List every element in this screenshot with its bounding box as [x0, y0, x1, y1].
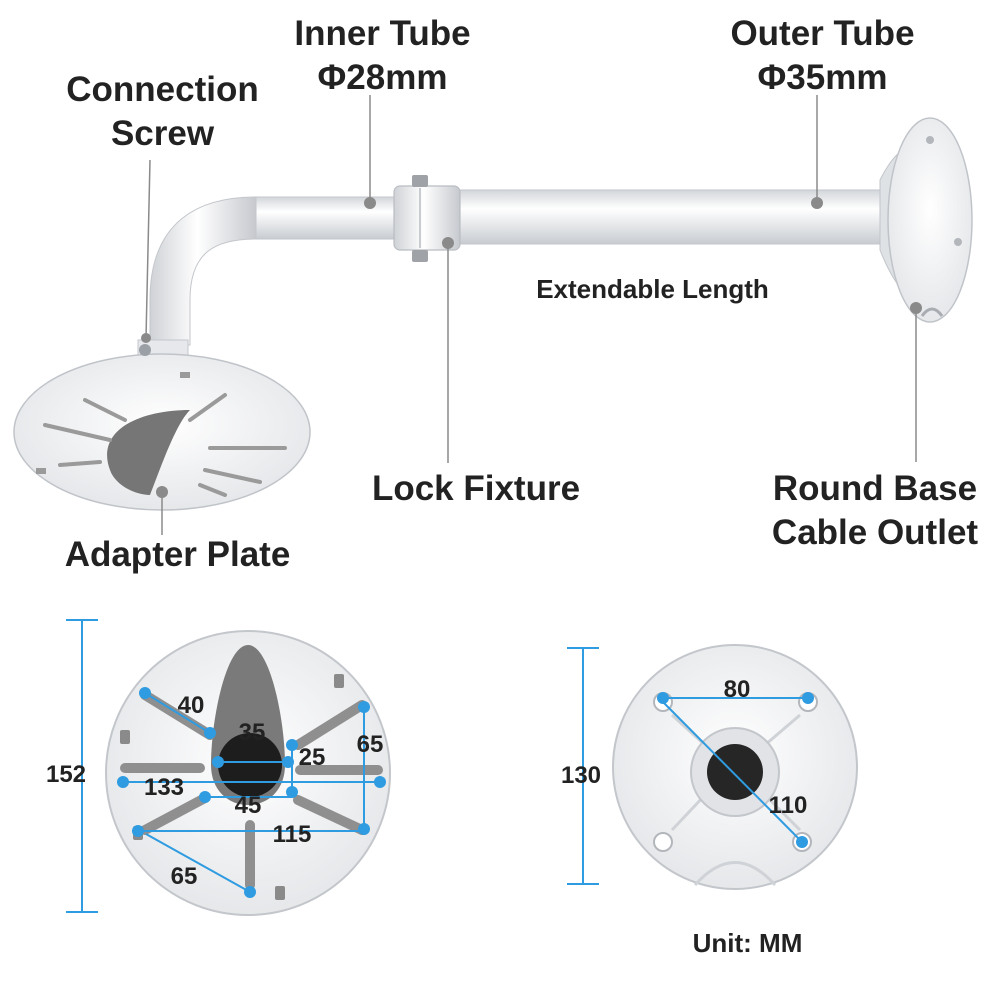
dim-height-130: 130 — [561, 762, 601, 789]
outer-tube-label: Outer Tube Φ35mm — [705, 12, 940, 100]
outer-tube — [454, 189, 886, 245]
base-dimension-lines — [567, 647, 814, 885]
dim-40: 40 — [178, 692, 205, 719]
outer-tube-title: Outer Tube — [730, 14, 915, 53]
dim-45: 45 — [235, 792, 262, 819]
round-base-label: Round Base Cable Outlet — [755, 467, 995, 555]
inner-tube-title: Inner Tube — [294, 14, 471, 53]
base-cable-hole — [707, 744, 763, 800]
dim-25: 25 — [299, 744, 326, 771]
connection-screw-line1: Connection — [66, 70, 259, 109]
connection-screw-label: Connection Screw — [40, 68, 285, 156]
base-ribs — [670, 713, 802, 886]
lock-screw-icon — [412, 175, 428, 262]
dim-133: 133 — [144, 774, 184, 801]
adapter-dimension-lines — [66, 619, 386, 913]
lock-fixture-label: Lock Fixture — [371, 469, 581, 508]
unit-label: Unit: MM — [692, 928, 803, 958]
round-base-title: Round Base — [772, 469, 978, 508]
dim-height-152: 152 — [46, 761, 86, 788]
connection-screw-line2: Screw — [110, 113, 215, 153]
cable-outlet-title: Cable Outlet — [771, 512, 979, 552]
inner-tube-bend — [149, 196, 257, 346]
dim-35: 35 — [239, 719, 266, 746]
dim-80: 80 — [724, 676, 751, 703]
dim-115: 115 — [273, 821, 312, 848]
adapter-plate-dimension-view: 152 40 35 25 65 133 45 115 65 — [46, 619, 391, 916]
round-base-dimension-view: 130 80 110 — [561, 644, 858, 890]
dim-65-right: 65 — [357, 731, 384, 758]
adapter-plate — [13, 339, 311, 511]
plate-slots — [120, 690, 383, 890]
dim-110: 110 — [769, 792, 808, 819]
adapter-plate-label: Adapter Plate — [64, 535, 291, 574]
bracket-illustration — [13, 117, 973, 511]
inner-tube-label: Inner Tube Φ28mm — [270, 12, 495, 100]
leader-lines — [141, 95, 922, 535]
round-base — [879, 117, 973, 323]
inner-tube-diameter: Φ28mm — [317, 57, 448, 97]
extendable-length-label: Extendable Length — [536, 274, 769, 304]
inner-tube — [254, 196, 406, 240]
outer-tube-diameter: Φ35mm — [757, 57, 888, 97]
dim-65-bottom: 65 — [171, 863, 198, 890]
